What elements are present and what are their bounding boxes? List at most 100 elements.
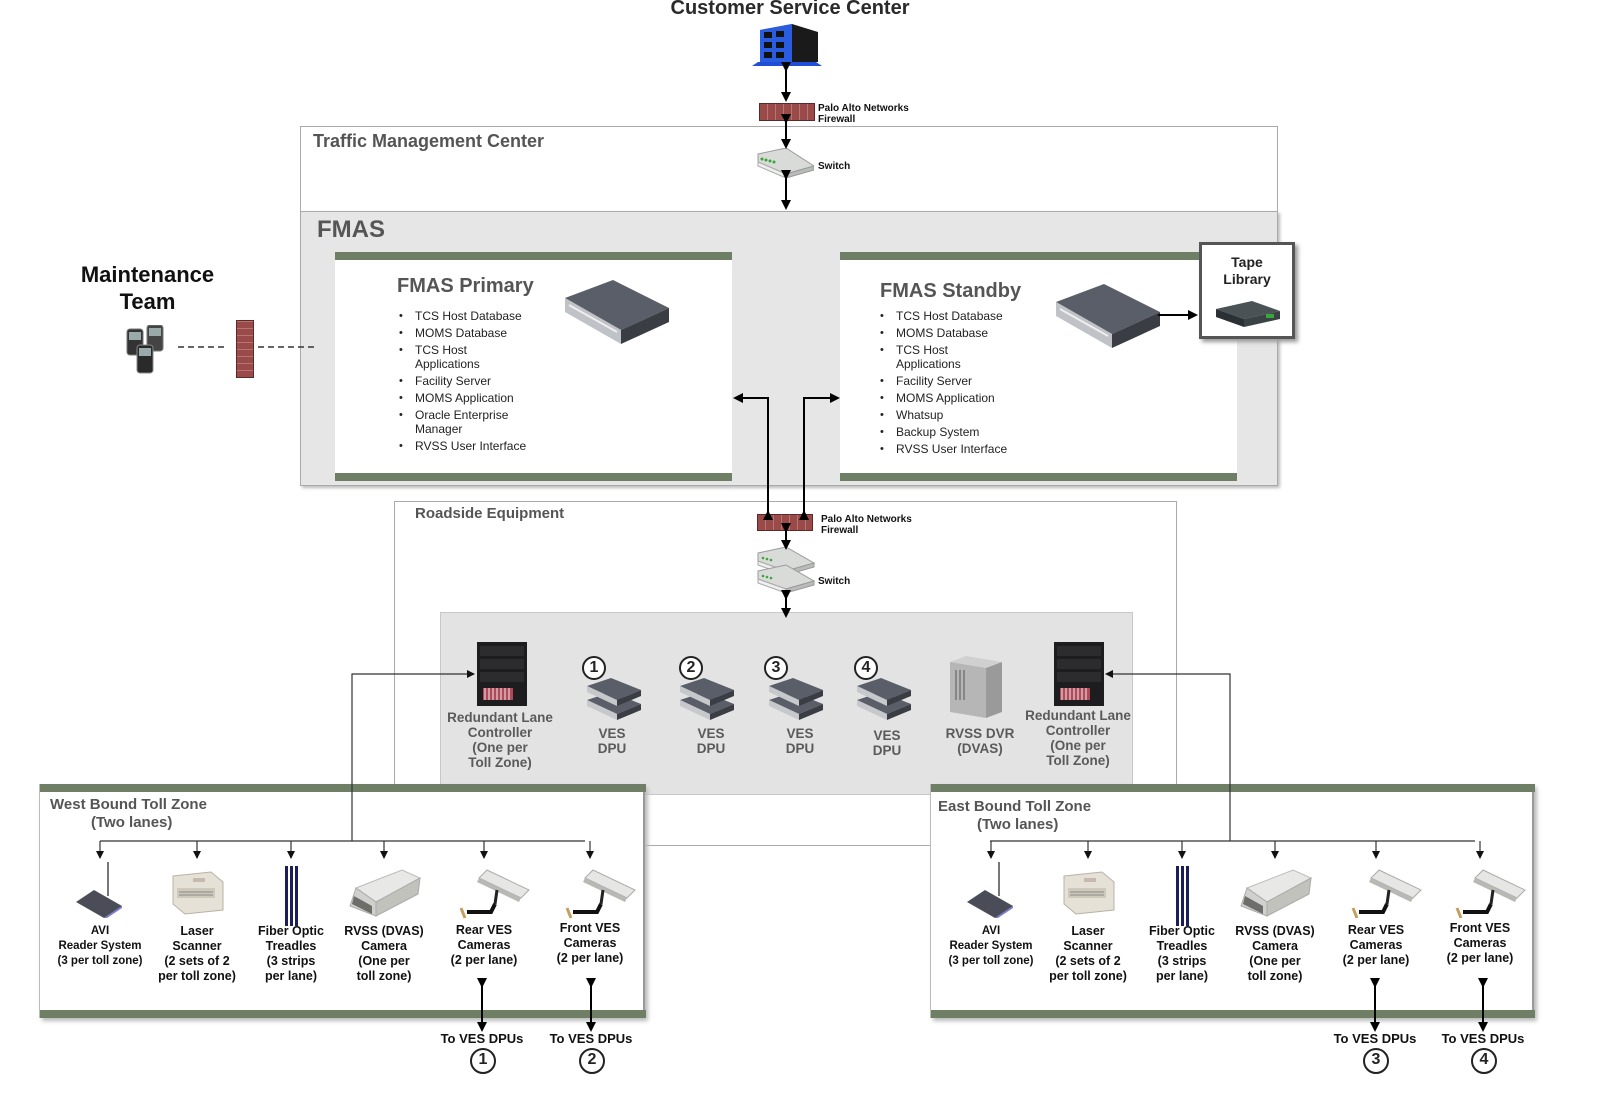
ves-dpu-number-badge: 4 [1471, 1048, 1497, 1074]
text-line: VES [598, 726, 626, 741]
roadside-firewall-line1: Palo Alto Networks [821, 514, 912, 525]
top-bar [931, 784, 1535, 792]
ves-dpu-icon [855, 676, 913, 729]
roadside-switch-label: Switch [818, 576, 851, 587]
text-line: DPU [696, 741, 726, 756]
tmc-title: Traffic Management Center [313, 131, 545, 151]
fmas-title: FMAS [317, 216, 385, 243]
text-line: per lane) [1155, 969, 1209, 983]
ves-dpu-icon [767, 676, 825, 729]
text-line: toll zone) [1247, 969, 1303, 983]
service-list-item: TCS Host Applications [397, 343, 597, 371]
to-ves-dpus-label: To VES DPUs [440, 1031, 524, 1046]
text-line: Camera [1252, 939, 1298, 953]
roadside-firewall-line2: Firewall [821, 525, 859, 536]
service-list-item: TCS Host Applications [878, 343, 1078, 371]
ves-dpu-number-badge: 2 [679, 656, 703, 680]
text-line: (One per [1249, 954, 1301, 968]
to-ves-dpus-label: To VES DPUs [1441, 1031, 1525, 1046]
text-line: Redundant Lane [1025, 708, 1131, 723]
text-line: Laser [180, 924, 214, 938]
text-line: VES [786, 726, 814, 741]
text-line: (3 per toll zone) [57, 955, 143, 967]
text-line: (2 sets of 2 [164, 954, 230, 968]
text-line: Cameras [1453, 936, 1507, 950]
fiber-treadle-icon [283, 866, 299, 931]
service-list-item: MOMS Application [878, 391, 1078, 405]
text-line: (2 per lane) [1342, 953, 1410, 967]
tape-library-box: Tape Library [1199, 242, 1295, 339]
tape-label-line2: Library [1223, 271, 1271, 287]
service-list-item: Facility Server [878, 374, 1078, 388]
service-list-item: MOMS Database [397, 326, 597, 340]
text-line: Front VES [559, 921, 621, 935]
fmas-standby-title: FMAS Standby [880, 280, 1022, 302]
text-line: (One per [358, 954, 410, 968]
server-icon [563, 278, 671, 355]
service-list-item: MOMS Database [878, 326, 1078, 340]
text-line: Toll Zone) [468, 755, 532, 770]
text-line: Scanner [172, 939, 222, 953]
service-list-item: Oracle Enterprise Manager [397, 408, 597, 436]
text-line: (2 per lane) [450, 953, 518, 967]
firewall-icon [759, 103, 815, 121]
bottom-bar [931, 1010, 1535, 1018]
service-list-item: TCS Host Database [397, 309, 597, 323]
service-list-item: Backup System [878, 425, 1078, 439]
text-line: Rear VES [455, 923, 513, 937]
rvss-camera-icon [1237, 868, 1313, 923]
dvr-tower-icon [948, 654, 1004, 725]
fmas-primary-title: FMAS Primary [397, 275, 534, 297]
fmas-standby-list: TCS Host DatabaseMOMS DatabaseTCS Host A… [878, 309, 1078, 459]
service-list-item: Facility Server [397, 374, 597, 388]
text-line: VES [873, 728, 901, 743]
server-icon [1054, 282, 1162, 359]
ves-camera-icon [563, 868, 637, 927]
text-line: RVSS (DVAS) [344, 924, 424, 938]
text-line: Redundant Lane [447, 710, 553, 725]
text-line: per toll zone) [158, 969, 236, 983]
laser-scanner-icon [167, 868, 227, 921]
top-bar [40, 784, 646, 792]
ves-camera-icon [1453, 868, 1527, 927]
roadside-firewall-icon [757, 514, 813, 531]
text-line: Cameras [563, 936, 617, 950]
maintenance-team-title: Maintenance Team [60, 261, 235, 315]
text-line: (One per [1050, 738, 1106, 753]
text-line: Reader System [949, 940, 1033, 952]
ves-dpu-icon [585, 676, 643, 729]
ves-dpu-number-badge: 1 [582, 656, 606, 680]
text-line: (2 per lane) [556, 951, 624, 965]
east-zone-title-line1: East Bound Toll Zone [938, 798, 1092, 815]
text-line: Controller [1045, 723, 1111, 738]
service-list-item: Whatsup [878, 408, 1078, 422]
device-label: RVSS DVR(DVAS) [935, 726, 1025, 756]
service-list-item: MOMS Application [397, 391, 597, 405]
roadside-title: Roadside Equipment [415, 505, 565, 522]
ves-dpu-number-badge: 4 [854, 656, 878, 680]
roadside-switch-icon [756, 546, 816, 597]
lane-controller-icon [1054, 642, 1104, 711]
fmas-primary-list: TCS Host DatabaseMOMS DatabaseTCS Host A… [397, 309, 597, 456]
text-line: DPU [785, 741, 815, 756]
text-line: toll zone) [356, 969, 412, 983]
text-line: Cameras [1349, 938, 1403, 952]
text-line: RVSS DVR [945, 726, 1015, 741]
firewall-label-line1: Palo Alto Networks [818, 103, 909, 114]
fiber-treadle-icon [1174, 866, 1190, 931]
bottom-bar [40, 1010, 646, 1018]
laser-scanner-icon [1058, 868, 1118, 921]
text-line: per lane) [264, 969, 318, 983]
text-line: Fiber Optic [1149, 924, 1215, 938]
